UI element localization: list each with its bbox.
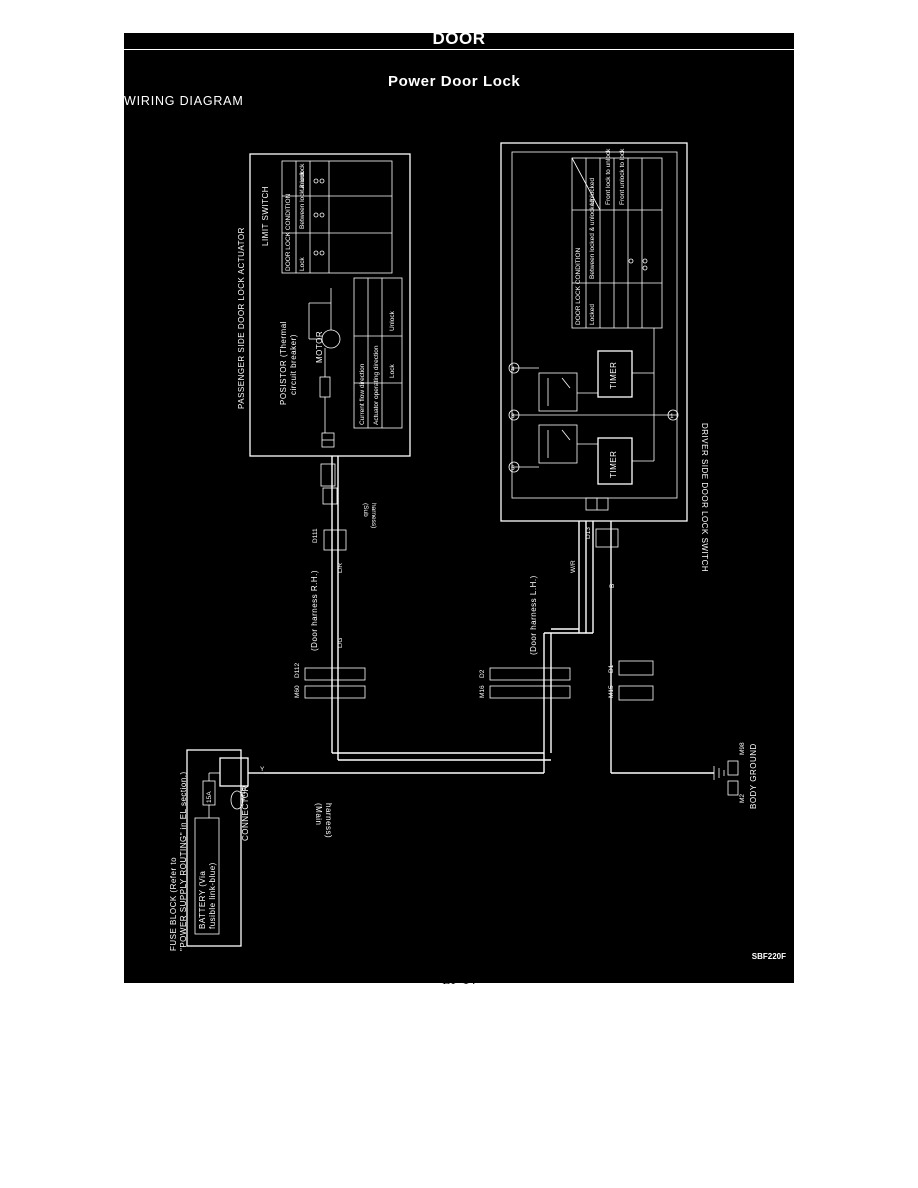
connector-id: M18	[240, 787, 247, 800]
locked-label: Locked	[589, 304, 596, 325]
driver-condition-label: DOOR LOCK CONDITION	[575, 247, 582, 325]
posistor-label: POSISTOR (Thermal	[279, 321, 288, 405]
section-title: DOOR	[432, 29, 486, 48]
lock-label: Lock	[299, 257, 306, 271]
passenger-actuator	[249, 153, 411, 457]
door-lock-condition-label: DOOR LOCK CONDITION	[285, 193, 292, 271]
timer-label-2: TIMER	[609, 451, 618, 478]
main-harness-label-2: harness)	[324, 803, 333, 838]
wire-color-5: B	[609, 584, 616, 588]
connector-blocks	[304, 463, 739, 796]
battery-label: BATTERY (Via	[198, 871, 207, 929]
connector-label: CONNECTOR	[241, 785, 250, 841]
figure-code: SBF220F	[751, 952, 786, 961]
passenger-actuator-label: PASSENGER SIDE DOOR LOCK ACTUATOR	[237, 227, 246, 409]
wiring-diagram: PASSENGER SIDE DOOR LOCK ACTUATOR DRIVER…	[169, 142, 758, 951]
driver-switch-label: DRIVER SIDE DOOR LOCK SWITCH	[700, 423, 709, 572]
unlocked-label: Unlocked	[589, 178, 596, 205]
wire-color-3: Y	[260, 766, 265, 773]
main-harness-label: (Main	[314, 803, 323, 826]
wiring-diagram-heading: WIRING DIAGRAM	[124, 94, 244, 108]
current-flow-label: Current flow direction	[359, 363, 366, 425]
connector-id-2: D112	[294, 663, 301, 678]
posistor-label-2: circuit breaker)	[289, 334, 298, 395]
connector-id-4: D13	[585, 527, 592, 539]
sub-harness-label: (Sub	[362, 503, 369, 517]
driver-switch	[500, 142, 688, 522]
fuse-block-label: FUSE BLOCK (Refer to	[169, 857, 178, 951]
body-ground-label: BODY GROUND	[749, 743, 758, 809]
wire-color-1: L/R	[337, 563, 344, 573]
header-rule	[124, 49, 794, 50]
connector-id-3: M60	[294, 685, 301, 698]
direction-unlock-label: Unlock	[389, 310, 396, 331]
harness-wires	[264, 456, 725, 780]
actuator-direction-label: Actuator operating direction	[373, 345, 380, 425]
door-harness-lh-label: (Door harness L.H.)	[529, 575, 538, 655]
between-label: Between lock & unlock	[299, 163, 306, 229]
diagram-labels: PASSENGER SIDE DOOR LOCK ACTUATOR DRIVER…	[169, 148, 758, 951]
power-supply	[186, 749, 264, 947]
page-title: Power Door Lock	[388, 73, 521, 90]
connector-id-8: M15	[608, 685, 615, 698]
diagram-sheet: DOOR Power Door Lock WIRING DIAGRAM	[124, 29, 794, 983]
fuse-rating: 15A	[206, 791, 213, 803]
limit-switch-label: LIMIT SWITCH	[261, 186, 270, 246]
battery-label-2: fusible link-blue)	[208, 862, 217, 929]
door-harness-rh-label: (Door harness R.H.)	[310, 570, 319, 651]
direction-lock-label: Lock	[389, 364, 396, 378]
wire-color-4: W/R	[570, 560, 577, 573]
connector-id-7: M16	[479, 685, 486, 698]
front-unlock-label: Front unlock to lock	[619, 148, 626, 205]
page-number: BF-14	[442, 972, 476, 987]
connector-id-10: M2	[739, 794, 746, 803]
connector-id-9: M98	[739, 742, 746, 755]
fuse-block-label-2: "POWER SUPPLY ROUTING" in EL section.)	[179, 771, 188, 951]
connector-id-6: D2	[479, 669, 486, 678]
terminal-5: 5	[511, 465, 515, 472]
sub-harness-label-2: harness)	[370, 503, 377, 528]
between-locked-label: Between locked & unlocked	[589, 199, 596, 279]
wire-color-2: L/G	[337, 638, 344, 648]
terminal-4: 4	[511, 366, 515, 373]
front-lock-label: Front lock to unlock	[605, 148, 612, 205]
connector-id-1: D111	[312, 528, 319, 543]
connector-id-5: D1	[608, 664, 615, 673]
unlock-label: Unlock	[299, 170, 306, 191]
timer-label-1: TIMER	[609, 362, 618, 389]
motor-label: MOTOR	[315, 331, 324, 363]
terminal-3: 3	[511, 413, 515, 420]
terminal-1: 1	[670, 413, 674, 420]
